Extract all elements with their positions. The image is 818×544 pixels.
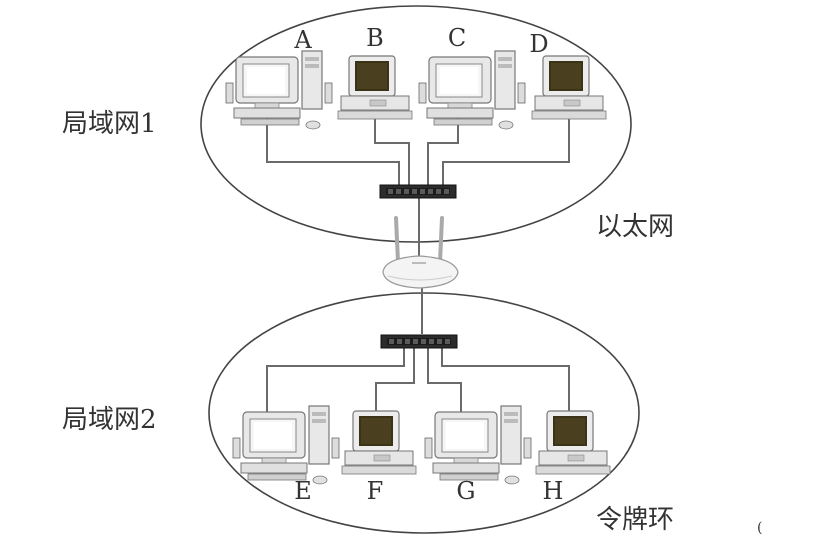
lan2-switch-icon [380, 334, 458, 349]
lan2-cables [266, 348, 570, 412]
computer-c-label: C [448, 24, 466, 52]
computer-h-icon [535, 410, 611, 475]
wireless-router-icon [382, 216, 459, 289]
corner-mark: ( [757, 520, 762, 536]
computer-g-label: G [456, 477, 475, 505]
router-links [418, 198, 423, 334]
lan2-label: 局域网2 [62, 405, 157, 435]
computer-a-icon [225, 50, 333, 130]
computer-a-label: A [293, 26, 312, 54]
computer-h-label: H [543, 477, 564, 505]
lan1-boundary [200, 5, 632, 243]
computer-e-icon [232, 405, 340, 485]
lan2-boundary [208, 292, 640, 534]
computer-e-label: E [294, 477, 312, 505]
lan2-network-type: 令牌环 [596, 505, 674, 535]
lan1-switch-icon [379, 184, 457, 199]
computer-g-icon [424, 405, 532, 485]
computer-c-icon [418, 50, 526, 130]
computer-b-icon [337, 55, 413, 120]
computer-d-label: D [529, 30, 548, 58]
computer-f-label: F [367, 477, 384, 505]
computer-b-label: B [366, 24, 384, 52]
computer-d-icon [531, 55, 607, 120]
lan1-network-type: 以太网 [596, 212, 674, 242]
lan1-cables [266, 112, 570, 187]
lan1-label: 局域网1 [62, 109, 157, 139]
computer-f-icon [341, 410, 417, 475]
